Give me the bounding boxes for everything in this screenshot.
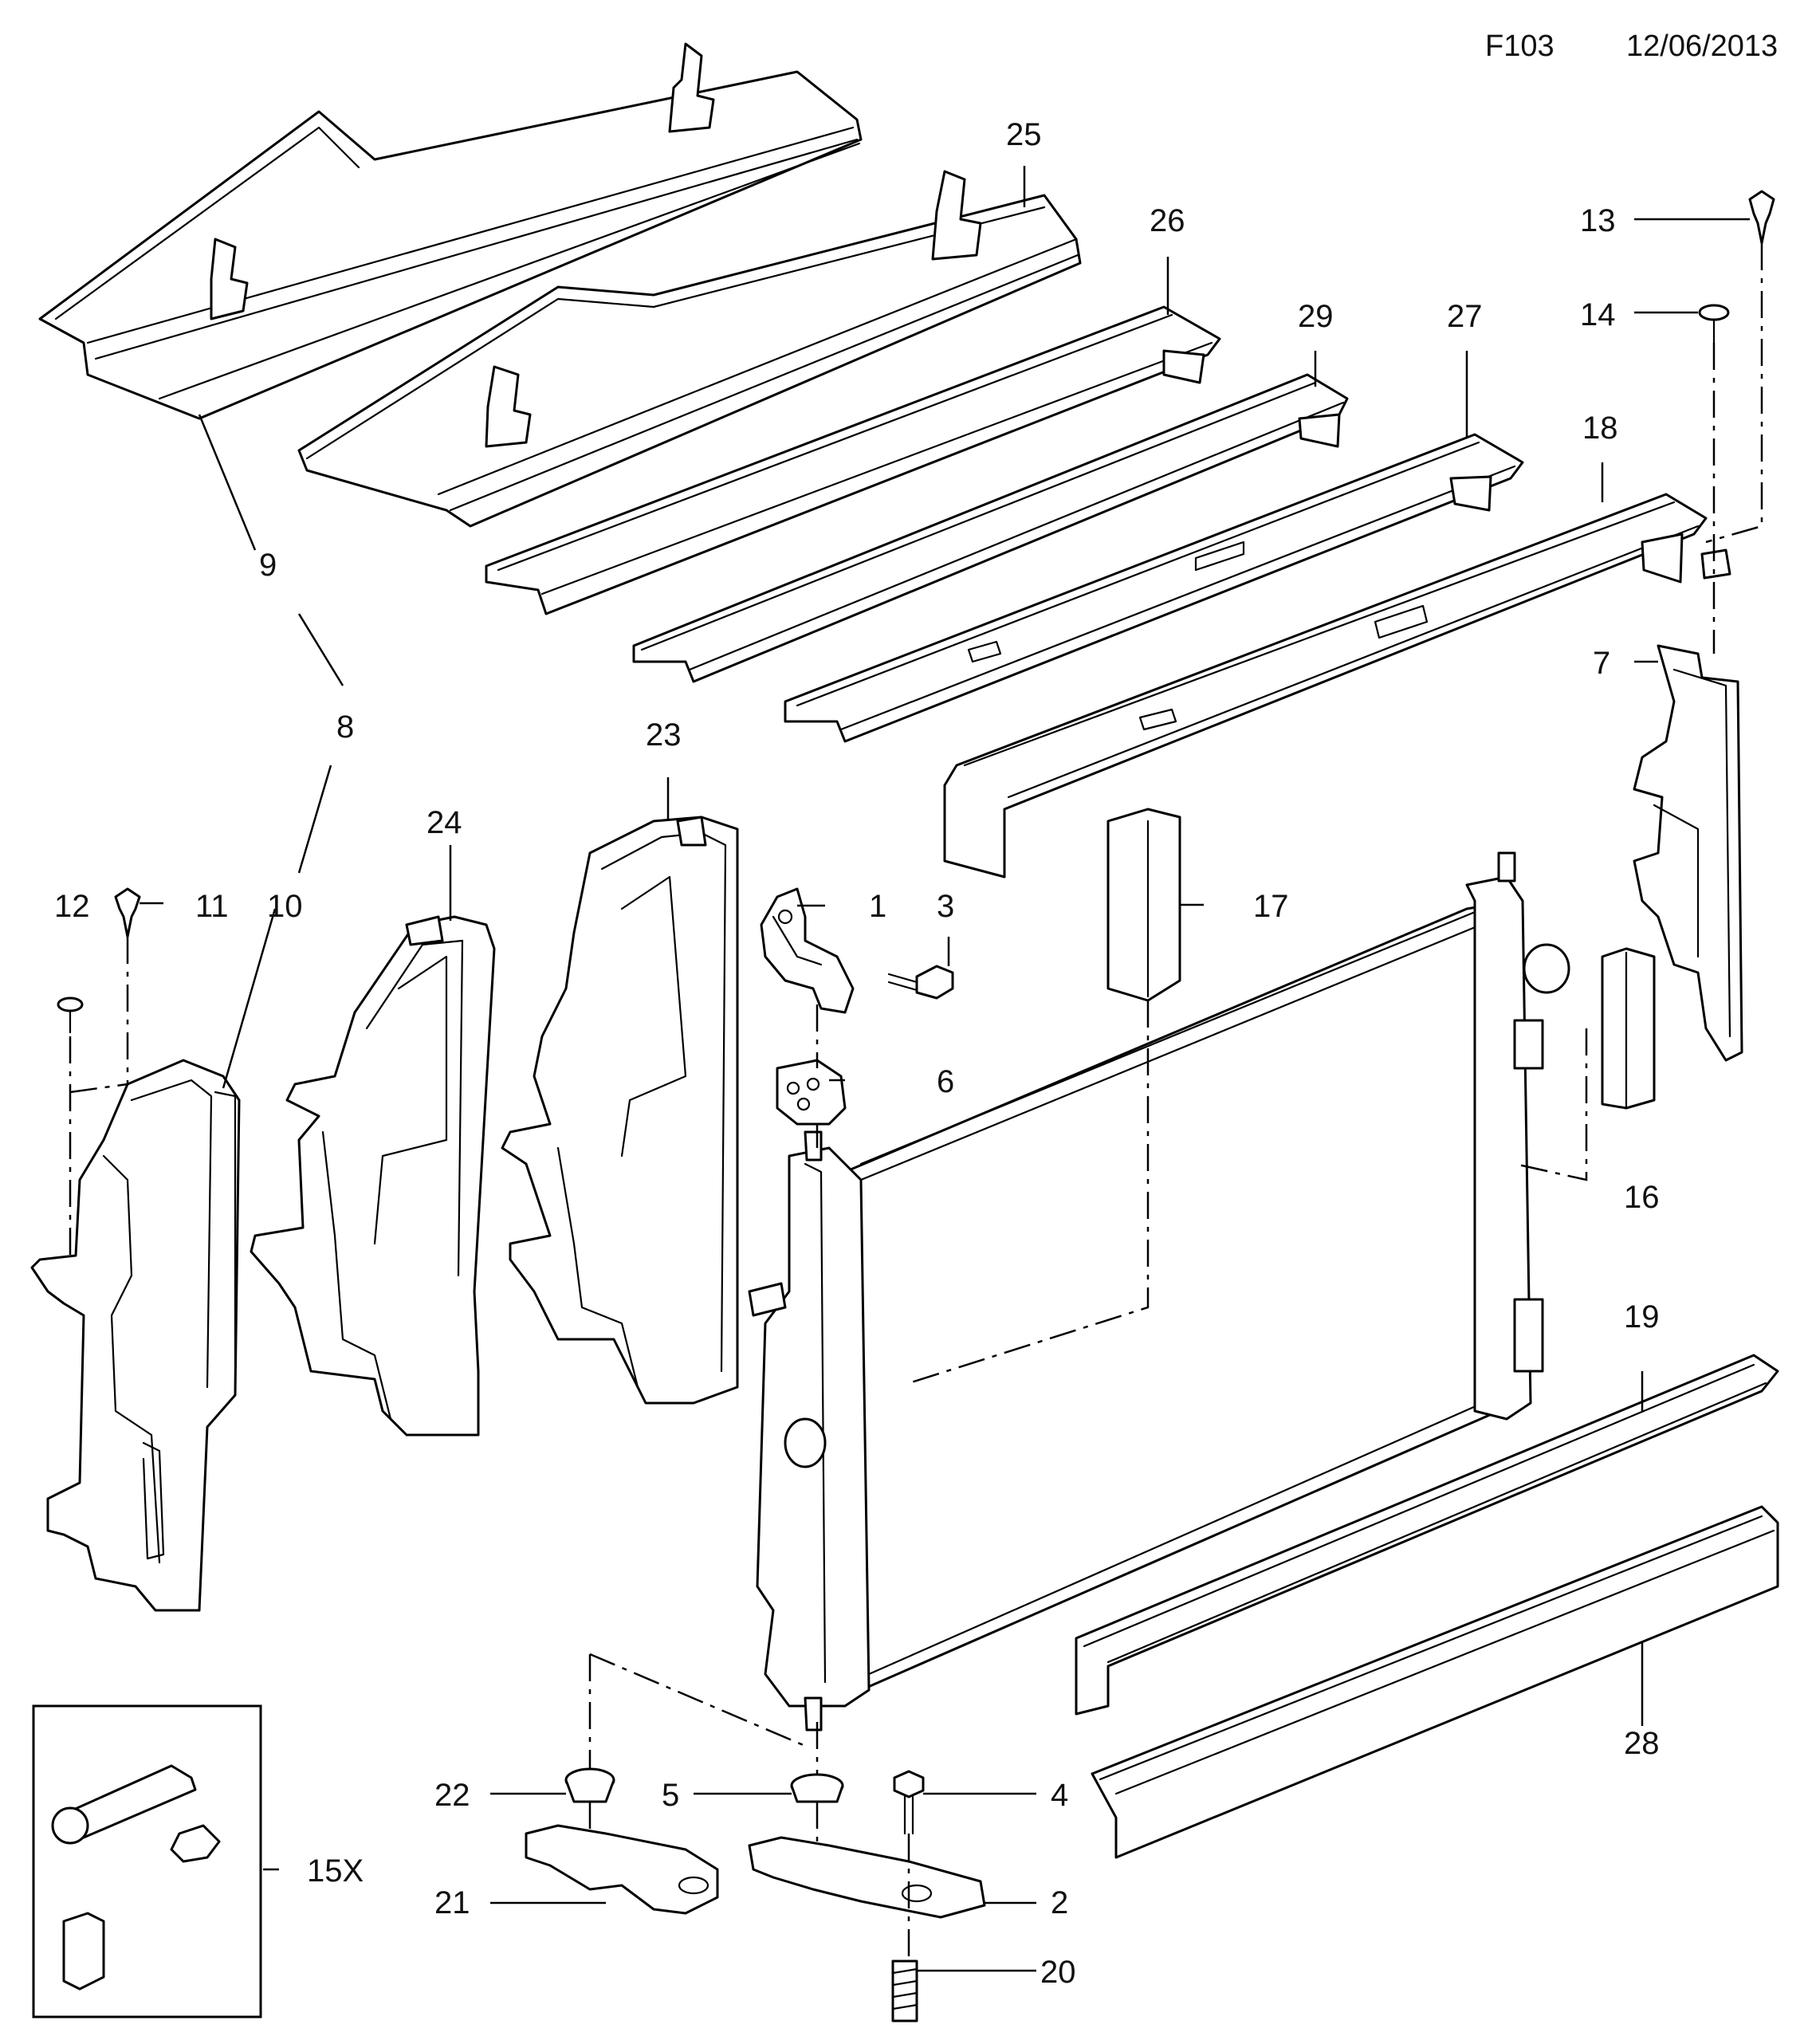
callout-28: 28: [1624, 1726, 1660, 1761]
part-24-air-guide: [250, 915, 496, 1437]
callout-11: 11: [195, 889, 229, 924]
part-6-rubber-mount: [776, 1059, 847, 1126]
alignment-lines: [69, 243, 1763, 1961]
callout-25: 25: [1006, 117, 1042, 152]
part-29-seal-strip: [632, 373, 1349, 683]
leader-lines: [140, 166, 1750, 1972]
part-2-lower-bracket: [748, 1836, 986, 1919]
part-13-clip: [1748, 190, 1775, 245]
callout-27: 27: [1447, 299, 1483, 334]
callout-12: 12: [54, 889, 90, 924]
callout-7: 7: [1593, 646, 1610, 681]
callout-8: 8: [336, 710, 354, 745]
diagram-date: 12/06/2013: [1626, 29, 1778, 63]
callout-22: 22: [434, 1778, 470, 1813]
callout-9: 9: [259, 548, 277, 583]
part-11-clip: [114, 887, 141, 938]
part-1-upper-bracket: [760, 887, 855, 1014]
callout-15x: 15X: [307, 1853, 364, 1889]
callout-19: 19: [1624, 1299, 1660, 1334]
callout-5: 5: [662, 1778, 679, 1813]
part-22-mount: [564, 1767, 615, 1803]
part-3-bolt: [887, 965, 954, 1000]
callout-16: 16: [1624, 1180, 1660, 1215]
callout-17: 17: [1253, 889, 1289, 924]
part-28-lower-seal: [1091, 1505, 1779, 1859]
callout-18: 18: [1582, 411, 1618, 446]
part-21-lower-bracket: [525, 1824, 719, 1915]
part-5-mount: [790, 1773, 844, 1803]
part-27-seal-strip: [784, 433, 1524, 743]
part-12-screw: [57, 996, 84, 1034]
callout-2: 2: [1051, 1885, 1068, 1920]
part-25-upper-seal: [297, 170, 1082, 528]
callout-26: 26: [1150, 203, 1185, 238]
part-16-foam-block: [1601, 947, 1656, 1110]
part-10-side-air-guide: [30, 1059, 241, 1612]
callout-4: 4: [1051, 1778, 1068, 1813]
part-17-foam-block: [1106, 808, 1181, 1002]
callout-20: 20: [1040, 1955, 1076, 1990]
callout-6: 6: [937, 1064, 954, 1099]
part-15x-kit-box: [32, 1704, 262, 2018]
part-18-front-seal: [943, 493, 1708, 879]
radiator: [748, 851, 1570, 1732]
callout-24: 24: [426, 805, 462, 840]
part-14-screw: [1698, 304, 1730, 344]
callout-29: 29: [1298, 299, 1334, 334]
part-7-side-air-guide: [1633, 548, 1743, 1062]
callout-21: 21: [434, 1885, 470, 1920]
part-4-bolt: [893, 1770, 925, 1835]
diagram-code: F103: [1485, 29, 1554, 63]
part-26-seal-strip: [485, 305, 1221, 615]
part-19-lower-seal: [1075, 1354, 1779, 1716]
callout-1: 1: [869, 889, 886, 924]
part-20-spring: [891, 1959, 918, 2022]
callout-14: 14: [1580, 297, 1616, 332]
callout-3: 3: [937, 889, 954, 924]
callouts: 25 26 29 27 18 13 14 7 9 8 23 24 12 11 1…: [54, 117, 1660, 1990]
callout-13: 13: [1580, 203, 1616, 238]
part-9-upper-seal: [38, 42, 863, 420]
callout-23: 23: [646, 717, 682, 753]
callout-10: 10: [267, 889, 303, 924]
part-23-air-guide: [501, 816, 739, 1405]
